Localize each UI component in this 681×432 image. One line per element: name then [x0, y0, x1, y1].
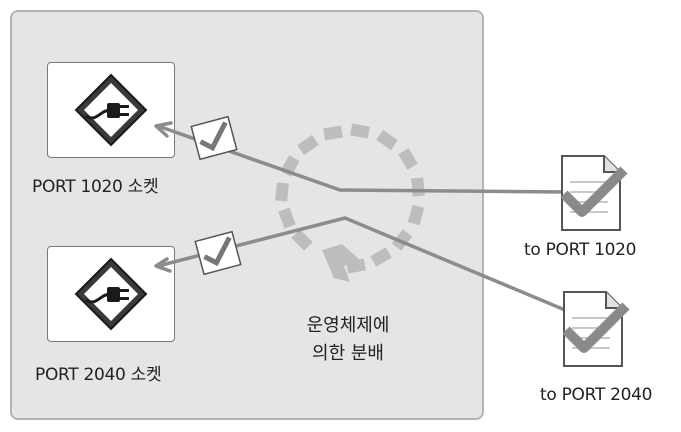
checkmark-document-icon	[560, 155, 628, 231]
socket-2040-label: PORT 2040 소켓	[35, 365, 162, 385]
arrowhead-2040-icon	[154, 257, 172, 273]
distribution-caption-line1: 운영체제에	[306, 315, 390, 336]
distribution-caption-line2: 의한 분배	[312, 343, 384, 364]
message-envelope-1020-icon	[190, 115, 238, 161]
socket-1020-box	[47, 62, 175, 158]
plug-icon	[74, 257, 148, 331]
dashed-circular-arrow-icon	[275, 123, 425, 282]
message-envelope-2040-icon	[194, 230, 242, 276]
checkmark-document-icon	[562, 291, 630, 367]
message-1020-label: to PORT 1020	[524, 240, 637, 260]
socket-2040-box	[47, 246, 175, 342]
plug-icon	[74, 73, 148, 147]
arrowhead-1020-icon	[154, 121, 173, 138]
message-2040-label: to PORT 2040	[540, 385, 653, 405]
socket-1020-label: PORT 1020 소켓	[32, 177, 159, 197]
distribution-caption: 운영체제에 의한 분배	[278, 312, 418, 368]
